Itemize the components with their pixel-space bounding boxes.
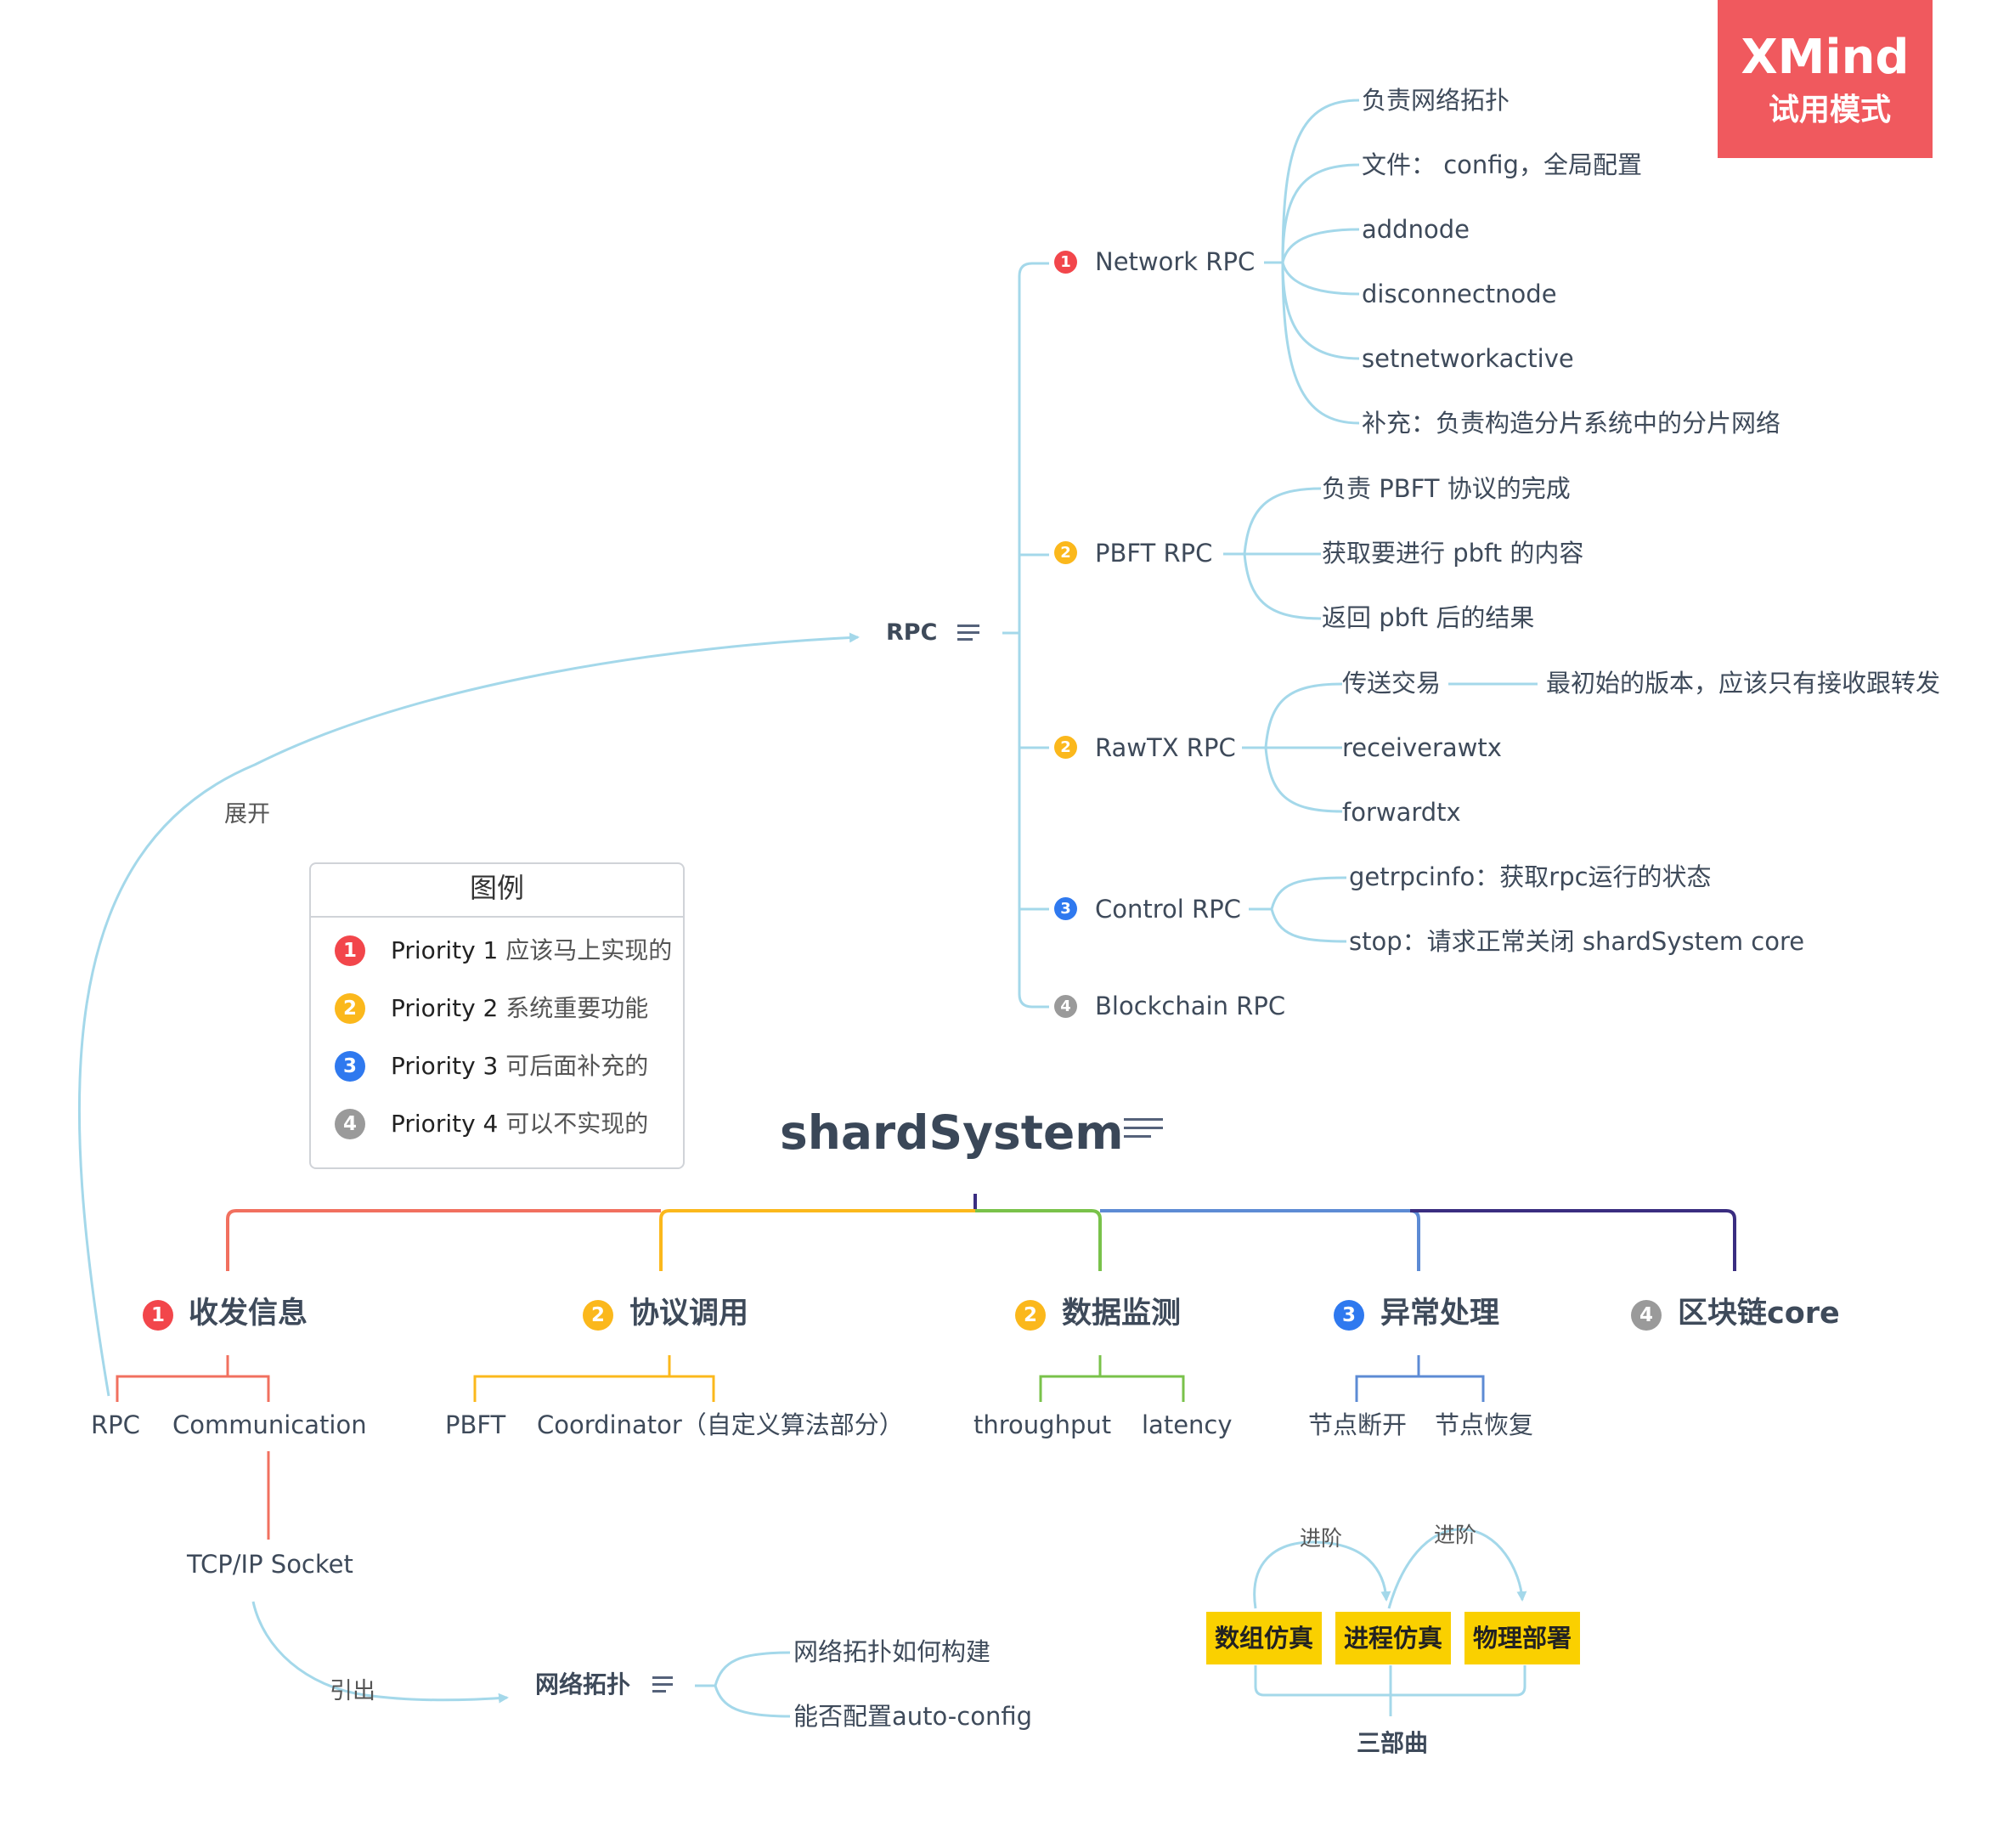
priority-3-icon: 3	[1334, 1300, 1364, 1331]
network-topo-item[interactable]: 网络拓扑如何构建	[793, 1637, 991, 1666]
subtopic-rpc[interactable]: RPC	[91, 1410, 140, 1439]
legend-item-priority: Priority 1	[391, 936, 499, 964]
network-topo-item[interactable]: 能否配置auto-config	[793, 1702, 1033, 1731]
rawtx-rpc-item[interactable]: forwardtx	[1342, 798, 1461, 827]
blockchain-rpc-label[interactable]: Blockchain RPC	[1095, 992, 1286, 1020]
control-rpc-item[interactable]: stop：请求正常关闭 shardSystem core	[1349, 927, 1805, 956]
priority-2-icon: 2	[1054, 736, 1077, 759]
subtopic-coordinator[interactable]: Coordinator（自定义算法部分）	[537, 1410, 904, 1439]
trilogy-box-physical-deploy[interactable]: 物理部署	[1464, 1612, 1580, 1664]
xmind-logo: XMind	[1741, 30, 1910, 85]
network-rpc-item[interactable]: 补充：负责构造分片系统中的分片网络	[1362, 409, 1781, 438]
branch-blockchain-core[interactable]: 区块链core	[1678, 1297, 1840, 1331]
priority-2-icon: 2	[1015, 1300, 1046, 1331]
priority-4-icon: 4	[1631, 1300, 1662, 1331]
branch-protocol-call[interactable]: 协议调用	[629, 1297, 749, 1331]
trilogy-summary[interactable]: 三部曲	[1357, 1729, 1429, 1757]
trial-mode-label: 试用模式	[1769, 93, 1892, 127]
control-rpc-label[interactable]: Control RPC	[1095, 895, 1241, 924]
rawtx-rpc-item[interactable]: 传送交易	[1342, 669, 1442, 698]
subtopic-latency[interactable]: latency	[1142, 1410, 1233, 1439]
priority-1-icon: 1	[1054, 251, 1077, 274]
priority-3-icon: 3	[335, 1051, 365, 1082]
legend-panel: 图例 1 Priority 1 应该马上实现的 2 Priority 2 系统重…	[309, 862, 685, 1169]
legend-divider	[311, 916, 683, 918]
legend-item-desc: 系统重要功能	[505, 994, 649, 1022]
subtopic-node-disconnect[interactable]: 节点断开	[1308, 1410, 1408, 1439]
priority-4-icon: 4	[1054, 995, 1077, 1018]
legend-item-label: Priority 4 可以不实现的	[391, 1108, 648, 1140]
network-rpc-item[interactable]: 文件： config，全局配置	[1362, 150, 1642, 179]
legend-item-desc: 应该马上实现的	[505, 936, 673, 964]
xmind-watermark: XMind 试用模式	[1718, 0, 1933, 158]
legend-title: 图例	[469, 872, 524, 904]
network-rpc-item[interactable]: 负责网络拓扑	[1362, 86, 1510, 115]
network-rpc-item[interactable]: addnode	[1362, 215, 1470, 244]
notes-icon[interactable]	[1124, 1118, 1163, 1144]
branch-exception-handling[interactable]: 异常处理	[1380, 1297, 1500, 1331]
network-rpc-label[interactable]: Network RPC	[1095, 247, 1256, 276]
subtopic-communication[interactable]: Communication	[172, 1410, 367, 1439]
pbft-rpc-label[interactable]: PBFT RPC	[1095, 539, 1213, 568]
rpc-topic-title[interactable]: RPC	[886, 619, 938, 646]
rawtx-rpc-label[interactable]: RawTX RPC	[1095, 733, 1236, 762]
trilogy-box-process-sim[interactable]: 进程仿真	[1335, 1612, 1451, 1664]
network-rpc-item[interactable]: setnetworkactive	[1362, 344, 1574, 373]
priority-1-icon: 1	[143, 1300, 173, 1331]
notes-icon[interactable]	[652, 1676, 673, 1698]
relation-label-expand: 展开	[224, 801, 270, 828]
pbft-rpc-item[interactable]: 返回 pbft 后的结果	[1322, 603, 1535, 632]
priority-2-icon: 2	[335, 993, 365, 1024]
pbft-rpc-item[interactable]: 获取要进行 pbft 的内容	[1322, 539, 1584, 568]
central-topic-title[interactable]: shardSystem	[780, 1105, 1124, 1160]
pbft-rpc-item[interactable]: 负责 PBFT 协议的完成	[1322, 474, 1571, 503]
legend-item-priority: Priority 4	[391, 1110, 499, 1138]
control-rpc-item[interactable]: getrpcinfo：获取rpc运行的状态	[1349, 862, 1712, 891]
subtopic-pbft[interactable]: PBFT	[445, 1410, 506, 1439]
advance-label: 进阶	[1434, 1523, 1477, 1547]
priority-1-icon: 1	[335, 935, 365, 966]
legend-item-desc: 可后面补充的	[505, 1052, 649, 1080]
rawtx-rpc-item-note[interactable]: 最初始的版本，应该只有接收跟转发	[1546, 669, 1941, 698]
priority-2-icon: 2	[1054, 541, 1077, 564]
legend-item-label: Priority 2 系统重要功能	[391, 992, 648, 1025]
relation-label-lead-out: 引出	[330, 1678, 375, 1704]
branch-send-receive[interactable]: 收发信息	[189, 1297, 308, 1331]
priority-4-icon: 4	[335, 1109, 365, 1139]
network-rpc-item[interactable]: disconnectnode	[1362, 280, 1557, 308]
branch-data-monitor[interactable]: 数据监测	[1062, 1297, 1182, 1331]
notes-icon[interactable]	[957, 624, 979, 647]
legend-item-priority: Priority 3	[391, 1052, 499, 1080]
legend-item-label: Priority 1 应该马上实现的	[391, 935, 672, 967]
advance-label: 进阶	[1300, 1526, 1343, 1551]
network-topo-topic-title[interactable]: 网络拓扑	[535, 1670, 631, 1698]
legend-item-label: Priority 3 可后面补充的	[391, 1050, 648, 1082]
rawtx-rpc-item[interactable]: receiverawtx	[1342, 733, 1502, 762]
legend-item-desc: 可以不实现的	[505, 1110, 649, 1138]
trilogy-box-array-sim[interactable]: 数组仿真	[1206, 1612, 1322, 1664]
priority-3-icon: 3	[1054, 897, 1077, 920]
subtopic-tcp-ip-socket[interactable]: TCP/IP Socket	[187, 1550, 353, 1579]
subtopic-throughput[interactable]: throughput	[973, 1410, 1112, 1439]
legend-item-priority: Priority 2	[391, 994, 499, 1022]
subtopic-node-recover[interactable]: 节点恢复	[1435, 1410, 1534, 1439]
priority-2-icon: 2	[583, 1300, 613, 1331]
